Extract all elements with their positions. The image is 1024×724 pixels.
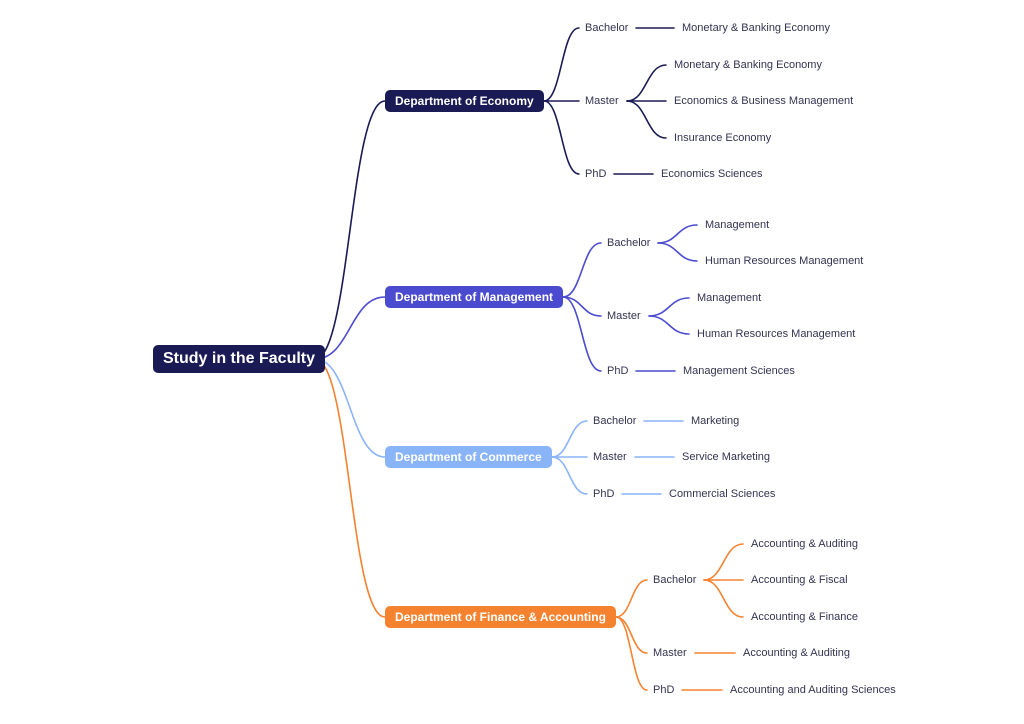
root-topic[interactable]: Study in the Faculty [153, 345, 326, 373]
department-to-degree-connector [615, 616, 648, 654]
department-to-degree-connector [551, 420, 588, 458]
degree-to-program-connector [626, 100, 667, 139]
department-node[interactable]: Department of Finance & Accounting [385, 606, 616, 628]
program-node[interactable]: Monetary & Banking Economy [682, 22, 830, 34]
degree-node[interactable]: PhD [607, 365, 629, 377]
program-node[interactable]: Service Marketing [682, 451, 771, 463]
department-to-degree-connector [543, 100, 580, 175]
root-to-department-connector [314, 100, 386, 360]
degree-to-program-connector [703, 579, 744, 618]
department-to-degree-connector [551, 456, 588, 495]
program-node[interactable]: Accounting & Fiscal [751, 574, 848, 586]
department-to-degree-connector [615, 579, 648, 618]
degree-node[interactable]: Master [585, 95, 619, 107]
program-node[interactable]: Commercial Sciences [669, 488, 776, 500]
degree-to-program-connector [626, 64, 667, 102]
degree-node[interactable]: Master [593, 451, 627, 463]
degree-node[interactable]: PhD [593, 488, 615, 500]
department-node[interactable]: Department of Management [385, 286, 564, 308]
degree-node[interactable]: Master [607, 310, 641, 322]
degree-to-program-connector [648, 315, 690, 335]
degree-node[interactable]: Bachelor [593, 415, 637, 427]
program-node[interactable]: Management Sciences [683, 365, 795, 377]
program-node[interactable]: Accounting & Finance [751, 611, 859, 623]
root-to-department-connector [314, 358, 386, 618]
department-to-degree-connector [562, 242, 602, 298]
degree-to-program-connector [703, 543, 744, 581]
program-node[interactable]: Management [705, 219, 770, 231]
department-node[interactable]: Department of Commerce [385, 446, 552, 468]
root-to-department-connector [314, 358, 386, 458]
degree-node[interactable]: Bachelor [585, 22, 629, 34]
program-node[interactable]: Economics Sciences [661, 168, 763, 180]
degree-node[interactable]: Bachelor [607, 237, 651, 249]
degree-node[interactable]: Master [653, 647, 687, 659]
degree-node[interactable]: Bachelor [653, 574, 697, 586]
department-to-degree-connector [562, 296, 602, 372]
degree-node[interactable]: PhD [585, 168, 607, 180]
degree-to-program-connector [657, 224, 698, 244]
program-node[interactable]: Management [697, 292, 762, 304]
degree-to-program-connector [657, 242, 698, 262]
program-node[interactable]: Human Resources Management [705, 255, 864, 267]
program-node[interactable]: Monetary & Banking Economy [674, 59, 822, 71]
program-node[interactable]: Insurance Economy [674, 132, 772, 144]
program-node[interactable]: Accounting & Auditing [751, 538, 859, 550]
degree-to-program-connector [648, 297, 690, 317]
program-node[interactable]: Economics & Business Management [674, 95, 854, 107]
program-node[interactable]: Marketing [691, 415, 740, 427]
program-node[interactable]: Accounting & Auditing [743, 647, 851, 659]
department-to-degree-connector [615, 616, 648, 691]
department-to-degree-connector [543, 27, 580, 102]
program-node[interactable]: Accounting and Auditing Sciences [730, 684, 896, 696]
degree-node[interactable]: PhD [653, 684, 675, 696]
root-to-department-connector [314, 296, 386, 360]
department-node[interactable]: Department of Economy [385, 90, 544, 112]
program-node[interactable]: Human Resources Management [697, 328, 856, 340]
